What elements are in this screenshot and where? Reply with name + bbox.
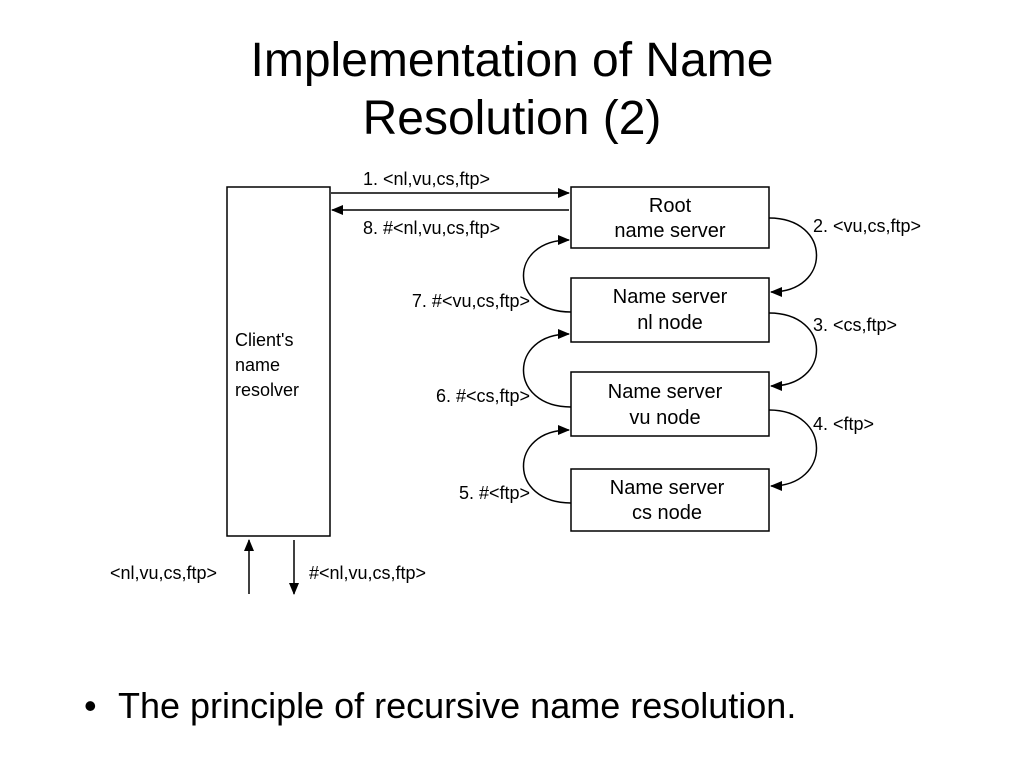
vu-server-label-line-1: Name server [608, 381, 723, 403]
step-6-reply-arrow: 6. #<cs,ftp> [436, 329, 572, 408]
root-name-server-box: Root name server [570, 186, 770, 249]
client-label-line-2: name [235, 355, 280, 375]
cs-server-label-line-2: cs node [632, 502, 702, 524]
bullet-list: • The principle of recursive name resolu… [84, 684, 796, 728]
cs-node-server-box: Name server cs node [570, 468, 770, 532]
client-output-arrow: #<nl,vu,cs,ftp> [289, 540, 426, 595]
step-8-label: 8. #<nl,vu,cs,ftp> [363, 218, 500, 238]
root-server-label-line-1: Root [649, 195, 692, 217]
step-6-label: 6. #<cs,ftp> [436, 386, 530, 406]
step-4-request-arrow: 4. <ftp> [768, 409, 874, 491]
step-5-label: 5. #<ftp> [459, 483, 530, 503]
step-3-request-arrow: 3. <cs,ftp> [768, 312, 897, 391]
step-8-reply-arrow: 8. #<nl,vu,cs,ftp> [331, 205, 569, 238]
step-1-request-arrow: 1. <nl,vu,cs,ftp> [331, 169, 570, 198]
vu-server-label-line-2: vu node [629, 407, 700, 429]
client-label-line-3: resolver [235, 380, 299, 400]
step-3-label: 3. <cs,ftp> [813, 315, 897, 335]
client-label-line-1: Client's [235, 330, 293, 350]
step-5-reply-arrow: 5. #<ftp> [459, 425, 572, 504]
bullet-marker: • [84, 685, 97, 726]
root-server-label-line-2: name server [614, 220, 725, 242]
step-4-label: 4. <ftp> [813, 414, 874, 434]
client-input-arrow: <nl,vu,cs,ftp> [110, 539, 254, 594]
client-input-label: <nl,vu,cs,ftp> [110, 563, 217, 583]
nl-node-server-box: Name server nl node [570, 277, 770, 343]
cs-server-label-line-1: Name server [610, 477, 725, 499]
nl-server-label-line-1: Name server [613, 286, 728, 308]
client-output-label: #<nl,vu,cs,ftp> [309, 563, 426, 583]
client-resolver-box: Client's name resolver [226, 186, 331, 537]
step-2-request-arrow: 2. <vu,cs,ftp> [768, 216, 921, 297]
step-7-label: 7. #<vu,cs,ftp> [412, 291, 530, 311]
nl-server-label-line-2: nl node [637, 312, 703, 334]
bullet-text: The principle of recursive name resoluti… [118, 685, 797, 726]
bullet-item: • The principle of recursive name resolu… [84, 684, 796, 728]
title-line-2: Resolution (2) [362, 92, 662, 145]
step-7-reply-arrow: 7. #<vu,cs,ftp> [412, 235, 572, 313]
step-2-label: 2. <vu,cs,ftp> [813, 216, 921, 236]
vu-node-server-box: Name server vu node [570, 371, 770, 437]
step-1-label: 1. <nl,vu,cs,ftp> [363, 169, 490, 189]
title-line-1: Implementation of Name [250, 34, 774, 87]
slide-title: Implementation of Name Resolution (2) [0, 32, 1024, 148]
